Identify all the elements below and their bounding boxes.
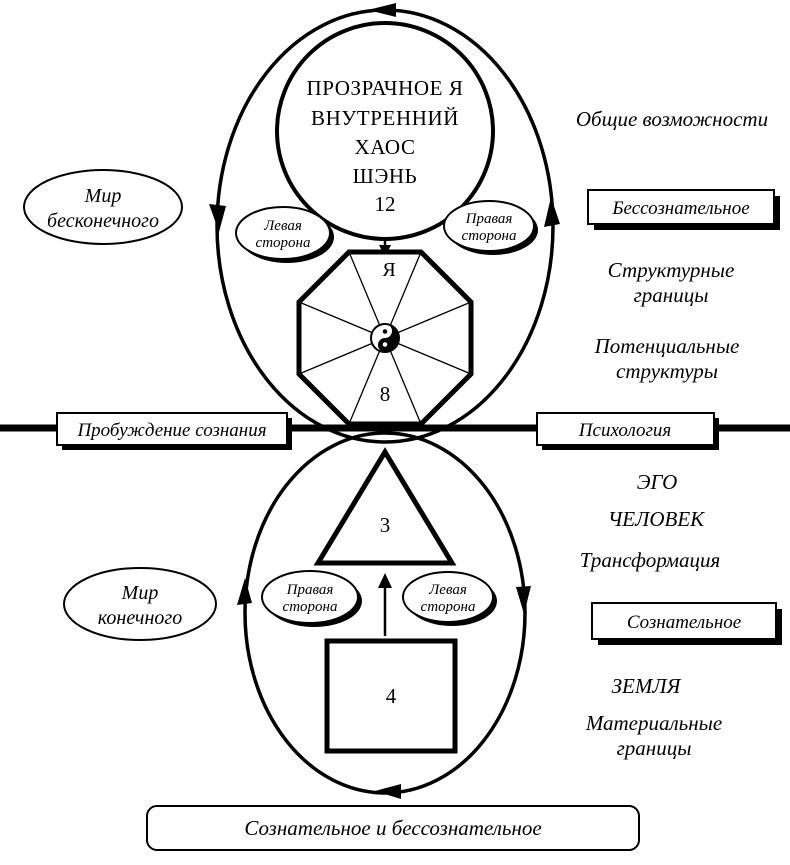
lower-arrow-right-icon: [516, 586, 531, 614]
square-to-triangle-arrow-icon: [378, 573, 392, 588]
lower-left-tag: [261, 570, 359, 624]
unconscious-box: [587, 189, 775, 225]
structural-line-2: границы: [634, 283, 709, 307]
material-line-2: границы: [617, 736, 692, 760]
lower-left-tag-line-1: Правая: [286, 582, 334, 598]
upper-right-tag-line-2: сторона: [462, 228, 517, 244]
circle-line-4: ШЭНЬ: [353, 164, 418, 188]
octagon-spokes: [298, 251, 472, 425]
circle-line-2: ВНУТРЕННИЙ: [311, 106, 459, 130]
ego-label: ЭГО: [637, 470, 678, 494]
square: [324, 638, 458, 754]
yin-yang-icon: [370, 323, 400, 353]
lower-right-tag-line-1: Левая: [428, 582, 467, 598]
unconscious-label: Бессознательное: [611, 198, 749, 219]
triangle-number-3: 3: [380, 513, 391, 537]
infinite-world-line-2: бесконечного: [47, 210, 159, 232]
finite-world-line-1: Мир: [121, 582, 159, 604]
upper-arrow-top-icon: [368, 3, 396, 17]
upper-left-tag-line-1: Левая: [263, 218, 302, 234]
finite-world-line-2: конечного: [98, 607, 182, 629]
lower-arrow-bottom-icon: [375, 784, 401, 799]
infinite-world-ellipse: [23, 169, 183, 245]
psychology-label: Психология: [578, 420, 671, 441]
footer-box: [146, 805, 640, 851]
transparent-self-circle: [275, 21, 495, 241]
earth-label: ЗЕМЛЯ: [612, 674, 682, 698]
upper-arrow-left-icon: [209, 204, 226, 232]
conscious-label: Сознательное: [627, 612, 741, 633]
octagon-ya-label: Я: [382, 259, 395, 281]
potential-line-1: Потенциальные: [594, 334, 740, 358]
finite-world-ellipse: [63, 567, 217, 641]
upper-right-tag: [443, 200, 535, 252]
infinite-world-line-1: Мир: [84, 185, 122, 207]
structural-line-1: Структурные: [608, 258, 735, 282]
conscious-box: [591, 602, 777, 640]
lower-left-tag-line-2: сторона: [283, 599, 338, 615]
circle-line-3: ХАОС: [354, 135, 415, 159]
upper-right-tag-line-1: Правая: [465, 211, 513, 227]
upper-left-tag-line-2: сторона: [256, 235, 311, 251]
psychology-box: [536, 412, 715, 446]
human-label: ЧЕЛОВЕК: [608, 507, 705, 531]
lower-arrow-left-icon: [237, 578, 252, 605]
possibilities-label: Общие возможности: [576, 107, 768, 131]
circle-number-12: 12: [375, 192, 396, 216]
material-line-1: Материальные: [585, 711, 722, 735]
awakening-label: Пробуждение сознания: [76, 420, 266, 441]
upper-arrow-right-icon: [544, 197, 560, 227]
potential-line-2: структуры: [616, 359, 718, 383]
octagon-number-8: 8: [380, 382, 391, 406]
triangle: [313, 447, 457, 566]
transformation-label: Трансформация: [580, 548, 721, 572]
lower-right-tag-line-2: сторона: [421, 599, 476, 615]
circle-line-1: ПРОЗРАЧНОЕ Я: [306, 76, 463, 100]
upper-left-tag: [235, 206, 331, 260]
lower-right-tag: [402, 571, 494, 623]
footer-label: Сознательное и бессознательное: [244, 816, 541, 840]
awakening-box: [56, 412, 288, 446]
square-number-4: 4: [386, 684, 397, 708]
